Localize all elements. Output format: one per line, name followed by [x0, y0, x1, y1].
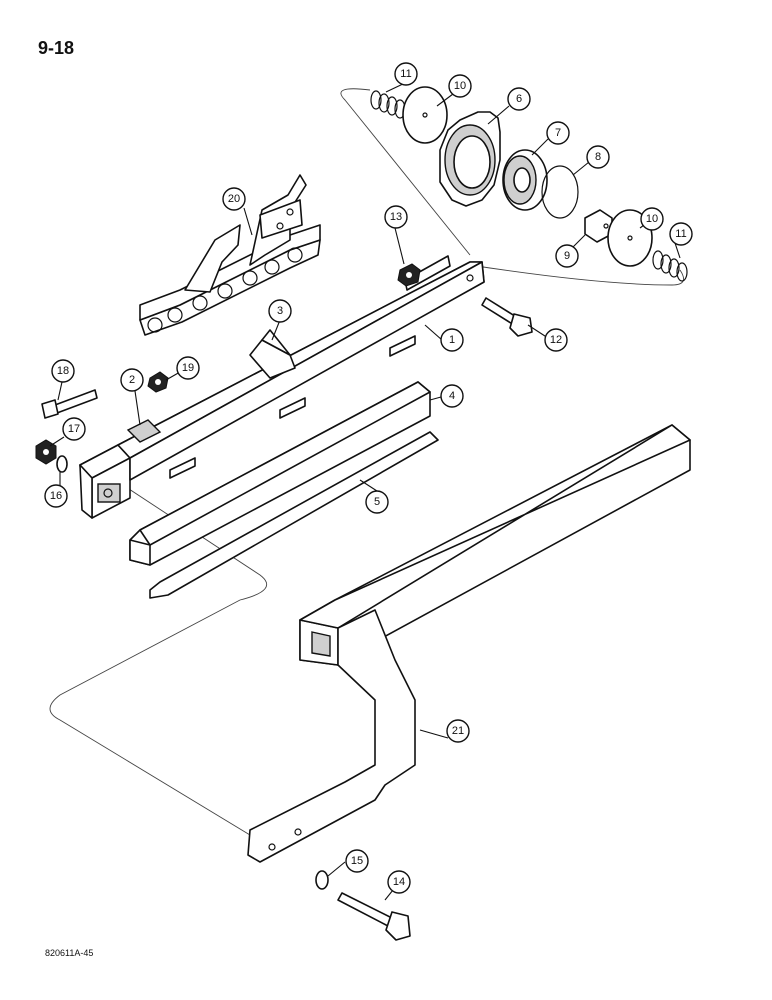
sprocket-assembly [370, 86, 688, 282]
callout-16: 16 [44, 484, 68, 508]
callout-label-7: 7 [555, 127, 561, 139]
callout-leaders [49, 82, 681, 901]
callout-10-upper: 10 [448, 74, 472, 98]
callout-label-12: 12 [550, 334, 562, 346]
support-frame [247, 424, 691, 863]
callout-7: 7 [546, 121, 570, 145]
callout-label-8: 8 [595, 151, 601, 163]
callout-14: 14 [387, 870, 411, 894]
nut-19 [147, 371, 169, 393]
callout-4: 4 [440, 384, 464, 408]
channel [129, 381, 431, 566]
callout-6: 6 [507, 87, 531, 111]
page-number: 9-18 [38, 38, 75, 58]
bolt-14-washer-15 [315, 870, 411, 941]
callout-label-21: 21 [452, 725, 464, 737]
callout-label-14: 14 [393, 876, 405, 888]
bolt-18 [41, 389, 98, 419]
callout-1: 1 [440, 328, 464, 352]
callout-label-1: 1 [449, 334, 455, 346]
callout-19: 19 [176, 356, 200, 380]
callout-label-6: 6 [516, 93, 522, 105]
callout-label-9: 9 [564, 250, 570, 262]
callout-21: 21 [446, 719, 470, 743]
callout-5: 5 [365, 490, 389, 514]
callout-10-lower: 10 [640, 207, 664, 231]
callout-12: 12 [544, 328, 568, 352]
main-tube [79, 255, 485, 519]
callout-15: 15 [345, 849, 369, 873]
callout-label-3: 3 [277, 305, 283, 317]
figure-code: 820611A-45 [45, 948, 94, 958]
bolt-12 [481, 297, 533, 337]
bracket [249, 329, 296, 379]
nut-13 [397, 263, 421, 287]
callout-20: 20 [222, 187, 246, 211]
callout-label-20: 20 [228, 193, 240, 205]
callout-label-19: 19 [182, 362, 194, 374]
callout-2: 2 [120, 368, 144, 392]
callout-label-11-upper: 11 [400, 68, 411, 80]
callout-label-11-lower: 11 [675, 228, 686, 240]
callout-label-18: 18 [57, 365, 69, 377]
callout-3: 3 [268, 299, 292, 323]
callout-label-17: 17 [68, 423, 80, 435]
callout-8: 8 [586, 145, 610, 169]
callout-label-2: 2 [129, 374, 135, 386]
callout-11-lower: 11 [669, 222, 693, 246]
callout-label-10-lower: 10 [646, 213, 658, 225]
callout-17: 17 [62, 417, 86, 441]
drag-chain-assembly [139, 174, 321, 336]
callout-label-4: 4 [449, 390, 455, 402]
callout-13: 13 [384, 205, 408, 229]
callout-label-16: 16 [50, 490, 62, 502]
callout-label-15: 15 [351, 855, 363, 867]
callout-18: 18 [51, 359, 75, 383]
callout-11-upper: 11 [394, 62, 418, 86]
callout-label-13: 13 [390, 211, 402, 223]
callout-label-10-upper: 10 [454, 80, 466, 92]
wear-strip [149, 431, 439, 599]
callout-9: 9 [555, 244, 579, 268]
callout-label-5: 5 [374, 496, 380, 508]
